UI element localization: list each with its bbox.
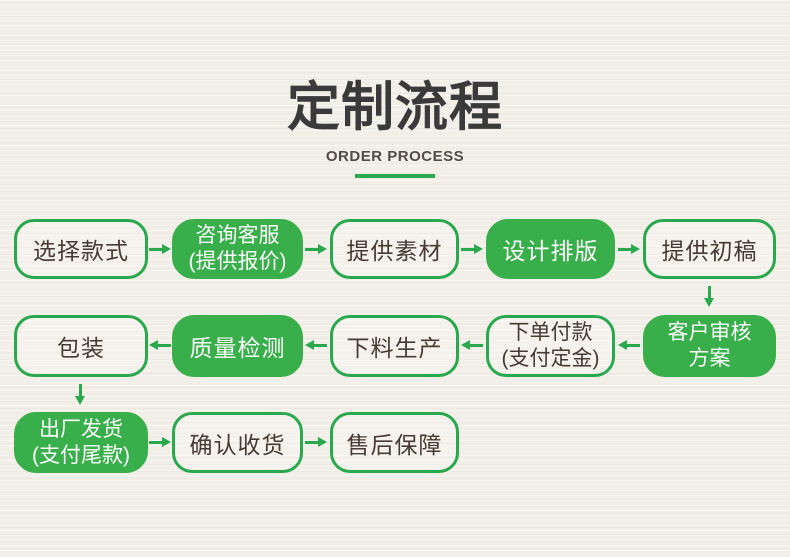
node-label: 咨询客服: [195, 224, 280, 248]
arrow-down-icon: [704, 286, 714, 307]
node-material-production: 下料生产: [330, 315, 459, 377]
node-confirm-receipt: 确认收货: [172, 412, 303, 473]
node-label-line2: 方案: [688, 347, 731, 370]
node-design-layout: 设计排版: [486, 219, 615, 279]
arrow-left-icon: [149, 340, 171, 350]
arrow-right-icon: [149, 437, 171, 447]
node-label: 提供素材: [346, 238, 443, 264]
page-title: 定制流程: [287, 78, 503, 137]
node-label: 选择款式: [33, 238, 129, 264]
node-select-style: 选择款式: [14, 219, 148, 279]
arrow-right-icon: [618, 244, 640, 254]
node-provide-draft: 提供初稿: [643, 219, 776, 279]
node-label-line2: (支付尾款): [32, 443, 130, 467]
node-label: 售后保障: [346, 431, 443, 458]
node-label: 提供初稿: [661, 238, 758, 264]
node-provide-material: 提供素材: [330, 219, 459, 279]
arrow-down-icon: [75, 384, 85, 405]
node-label: 下单付款: [508, 321, 593, 345]
page-subtitle: ORDER PROCESS: [325, 147, 465, 165]
node-label: 设计排版: [502, 238, 599, 264]
node-label: 客户审核: [667, 321, 752, 345]
node-customer-review: 客户审核 方案: [643, 315, 776, 377]
node-order-payment: 下单付款 (支付定金): [486, 315, 615, 377]
arrow-right-icon: [461, 244, 483, 254]
node-label: 包装: [57, 335, 105, 361]
arrow-right-icon: [305, 244, 327, 254]
arrow-right-icon: [305, 437, 327, 447]
node-label: 下料生产: [346, 335, 443, 361]
header: 定制流程 ORDER PROCESS: [0, 80, 790, 178]
node-label: 质量检测: [189, 335, 286, 361]
node-packaging: 包装: [14, 315, 148, 377]
node-label: 确认收货: [189, 431, 286, 458]
node-label-line2: (提供报价): [188, 250, 287, 273]
node-label: 出厂发货: [39, 417, 123, 441]
arrow-left-icon: [461, 340, 483, 350]
arrow-left-icon: [305, 340, 327, 350]
node-quality-inspection: 质量检测: [172, 315, 303, 377]
node-after-sales: 售后保障: [330, 412, 459, 473]
node-consult-service: 咨询客服 (提供报价): [172, 219, 303, 279]
node-factory-shipping: 出厂发货 (支付尾款): [14, 412, 148, 473]
arrow-right-icon: [149, 244, 171, 254]
title-underline: [355, 173, 435, 178]
node-label-line2: (支付定金): [501, 347, 600, 370]
arrow-left-icon: [618, 340, 640, 350]
